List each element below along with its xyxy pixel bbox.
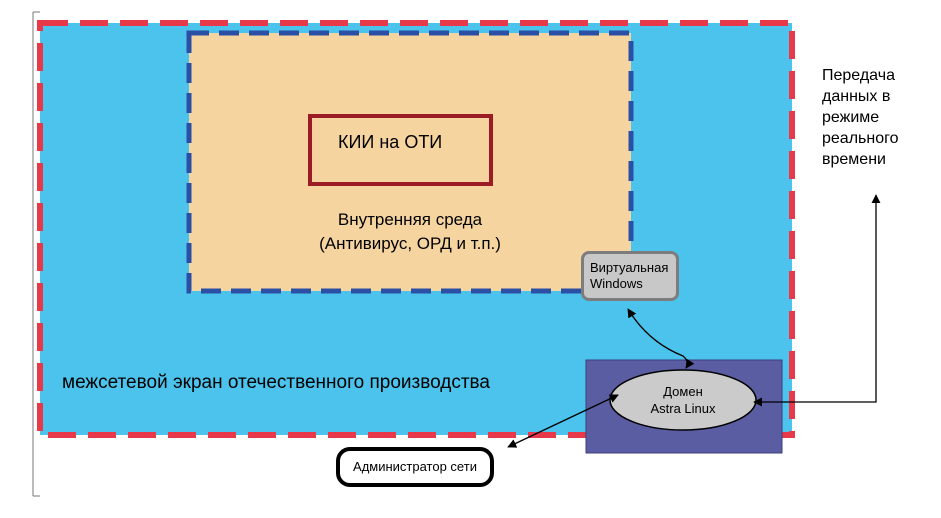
virtual-windows-line2: Windows — [590, 276, 643, 291]
realtime-line: времени — [822, 151, 886, 168]
realtime-line: Передача — [822, 67, 895, 84]
virtual-windows-node: Виртуальная Windows — [581, 251, 679, 301]
firewall-border — [37, 20, 795, 438]
admin-node: Администратор сети — [336, 447, 494, 487]
firewall-label: межсетевой экран отечественного производ… — [62, 372, 490, 393]
domain-ellipse — [609, 369, 757, 431]
arrow-domain-realtime — [753, 194, 881, 407]
inner-environment-border — [186, 30, 634, 294]
inner-env-title: Внутренняя среда — [337, 210, 483, 229]
domain-line1: Домен — [663, 384, 703, 399]
realtime-line: данных в — [822, 88, 891, 105]
domain-line2: Astra Linux — [650, 401, 716, 416]
virtual-windows-line1: Виртуальная — [590, 260, 669, 275]
inner-env-subtitle: (Антивирус, ОРД и т.п.) — [319, 234, 501, 253]
admin-label: Администратор сети — [353, 459, 477, 474]
realtime-line: реального — [822, 130, 899, 147]
arrow-domain-admin — [507, 394, 619, 448]
realtime-line: режиме — [822, 109, 880, 126]
inner-environment — [189, 33, 631, 291]
arrow-vw-domain — [627, 308, 695, 369]
cii-box — [308, 114, 493, 186]
realtime-label: Передача данных в режиме реального време… — [822, 65, 932, 170]
cii-label: КИИ на ОТИ — [338, 132, 443, 152]
